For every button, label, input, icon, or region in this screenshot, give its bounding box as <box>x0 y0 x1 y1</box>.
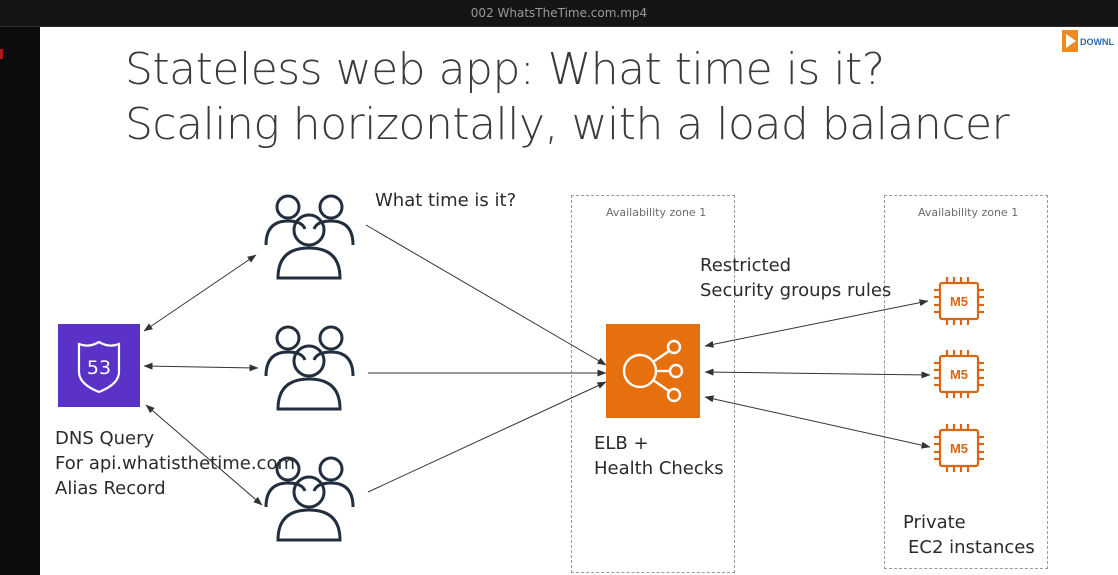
availability-zone-ec2 <box>884 195 1048 569</box>
arrow-elb-ec2-top <box>704 299 929 348</box>
slide-title-line1: Stateless web app: What time is it? <box>125 44 885 95</box>
dns-domain-label: For api.whatisthetime.com <box>55 453 295 474</box>
arrow-elb-ec2-bottom <box>704 395 931 449</box>
ec2-instances-label: EC2 instances <box>908 537 1035 558</box>
left-panel-strip <box>0 27 40 575</box>
player-title-bar: 002 WhatsTheTime.com.mp4 <box>0 0 1118 27</box>
route53-badge-number: 53 <box>87 357 111 379</box>
ec2-m5-icon-3: M5 <box>934 424 984 472</box>
dns-query-label: DNS Query <box>55 428 155 449</box>
ec2-m5-label-3: M5 <box>950 441 968 456</box>
elb-label: ELB + <box>594 433 649 454</box>
restricted-label: Restricted <box>700 255 792 276</box>
red-marker <box>0 49 3 59</box>
downloader-logo: DOWNL <box>1062 30 1114 52</box>
security-groups-label: Security groups rules <box>700 280 892 301</box>
question-label: What time is it? <box>375 190 517 211</box>
arrow-elb-ec2-mid <box>704 368 931 379</box>
slide-title-line2: Scaling horizontally, with a load balanc… <box>125 99 1010 150</box>
elb-icon <box>606 324 700 418</box>
route53-icon: 53 <box>58 324 140 407</box>
ec2-m5-label-1: M5 <box>950 294 968 309</box>
connection-arrows <box>143 224 931 506</box>
health-checks-label: Health Checks <box>594 458 724 479</box>
slide-canvas: DOWNL Stateless web app: What time is it… <box>40 27 1118 575</box>
alias-record-label: Alias Record <box>55 478 166 499</box>
ec2-m5-label-2: M5 <box>950 367 968 382</box>
ec2-m5-icon-2: M5 <box>934 350 984 398</box>
private-label: Private <box>903 512 966 533</box>
availability-zone-ec2-label: Availability zone 1 <box>918 206 1019 219</box>
arrow-r53-user-top <box>143 254 257 332</box>
arrow-r53-user-bottom <box>145 404 263 506</box>
arrow-r53-user-mid <box>143 362 259 372</box>
arrow-user-bottom-elb <box>367 381 607 493</box>
users-group-icon-top <box>264 194 355 280</box>
users-group-icon-middle <box>264 325 355 411</box>
logo-text: DOWNL <box>1080 37 1114 47</box>
availability-zone-elb-label: Availability zone 1 <box>606 206 707 219</box>
users-group-icon-bottom <box>264 456 355 542</box>
availability-zone-elb <box>571 195 735 573</box>
arrow-user-top-elb <box>365 224 607 366</box>
ec2-m5-icon-1: M5 <box>934 277 984 325</box>
video-file-title: 002 WhatsTheTime.com.mp4 <box>470 6 648 20</box>
